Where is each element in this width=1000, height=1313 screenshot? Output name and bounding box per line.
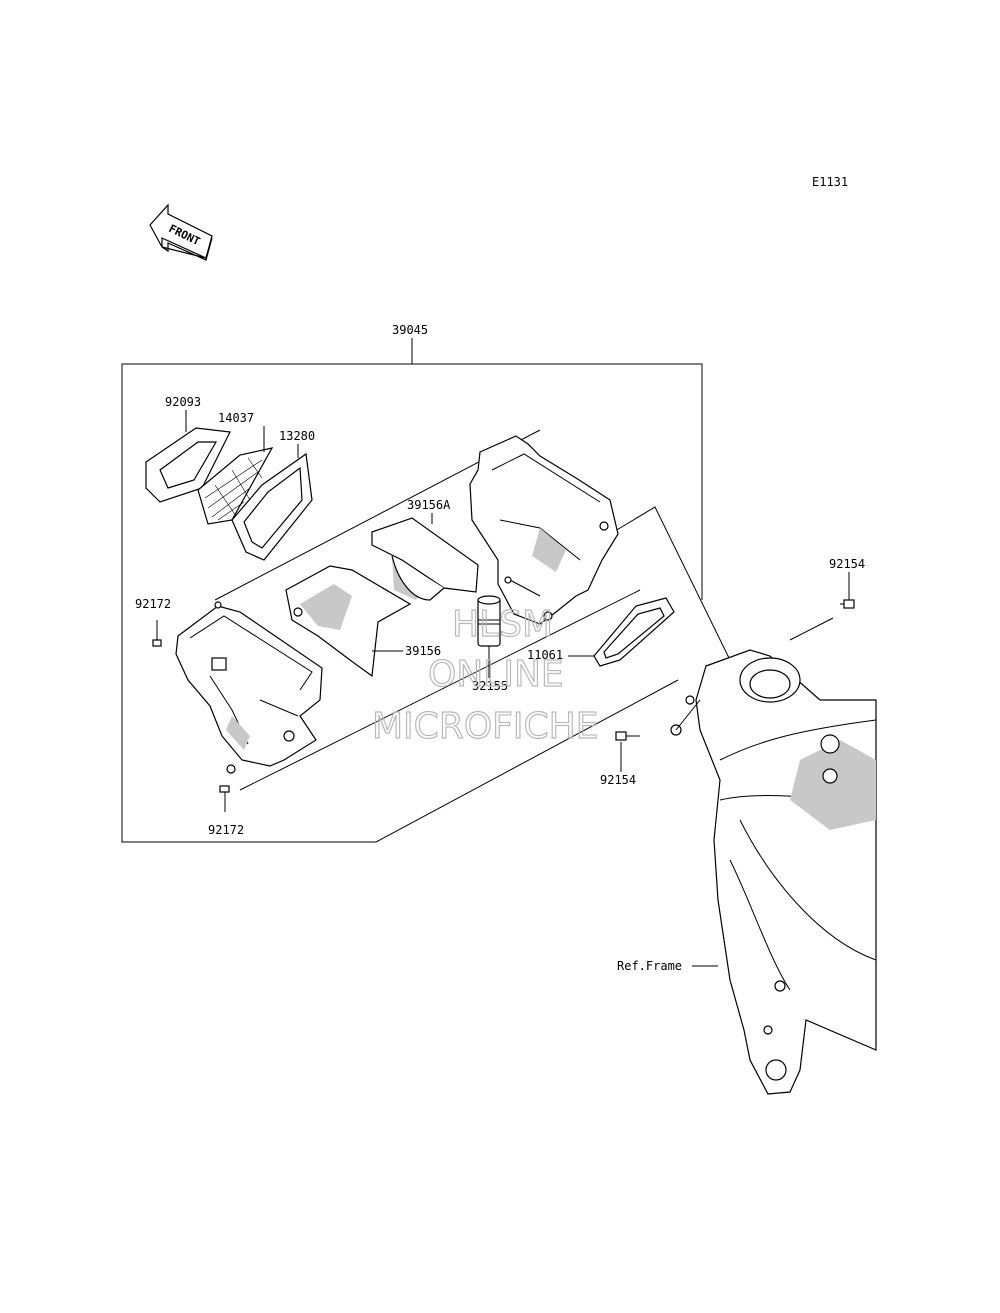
- assembly-outline: [121, 363, 703, 843]
- ref-frame: [670, 649, 877, 1095]
- diagram-code: E1131: [812, 175, 848, 189]
- part-92172-screw-top: [152, 620, 162, 647]
- label-39045: 39045: [392, 323, 428, 337]
- label-39156A: 39156A: [407, 498, 451, 512]
- watermark-line3: MICROFICHE: [372, 706, 598, 747]
- label-92172-top: 92172: [135, 597, 171, 611]
- part-11061-gasket: [593, 597, 675, 667]
- part-upper-housing: [469, 435, 619, 625]
- label-92154-top: 92154: [829, 557, 865, 571]
- label-39156: 39156: [405, 644, 441, 658]
- watermark: HLSM ONLINE MICROFICHE: [371, 603, 599, 747]
- label-13280: 13280: [279, 429, 315, 443]
- label-14037: 14037: [218, 411, 254, 425]
- watermark-line1: HLSM: [452, 604, 553, 645]
- front-arrow-icon: FRONT: [149, 203, 213, 261]
- label-92172-bottom: 92172: [208, 823, 244, 837]
- part-39156-duct: [285, 565, 412, 678]
- guide-line-right: [599, 506, 731, 661]
- part-13280-gasket: [231, 452, 313, 561]
- guide-line-92154-top: [789, 617, 834, 641]
- part-lower-housing: [175, 601, 323, 774]
- label-11061: 11061: [527, 648, 563, 662]
- label-92093: 92093: [165, 395, 201, 409]
- guide-line-lower: [239, 589, 641, 791]
- label-32155: 32155: [472, 679, 508, 693]
- part-39156A-plate: [371, 517, 479, 601]
- watermark-line2: ONLINE: [428, 654, 564, 695]
- part-92172-screw-bottom: [219, 785, 230, 812]
- part-92154-bolt-bottom: [615, 731, 640, 741]
- part-92154-bolt-top: [840, 599, 855, 609]
- label-ref-frame: Ref.Frame: [617, 959, 682, 973]
- label-92154-bottom: 92154: [600, 773, 636, 787]
- part-14037-mesh: [197, 447, 274, 525]
